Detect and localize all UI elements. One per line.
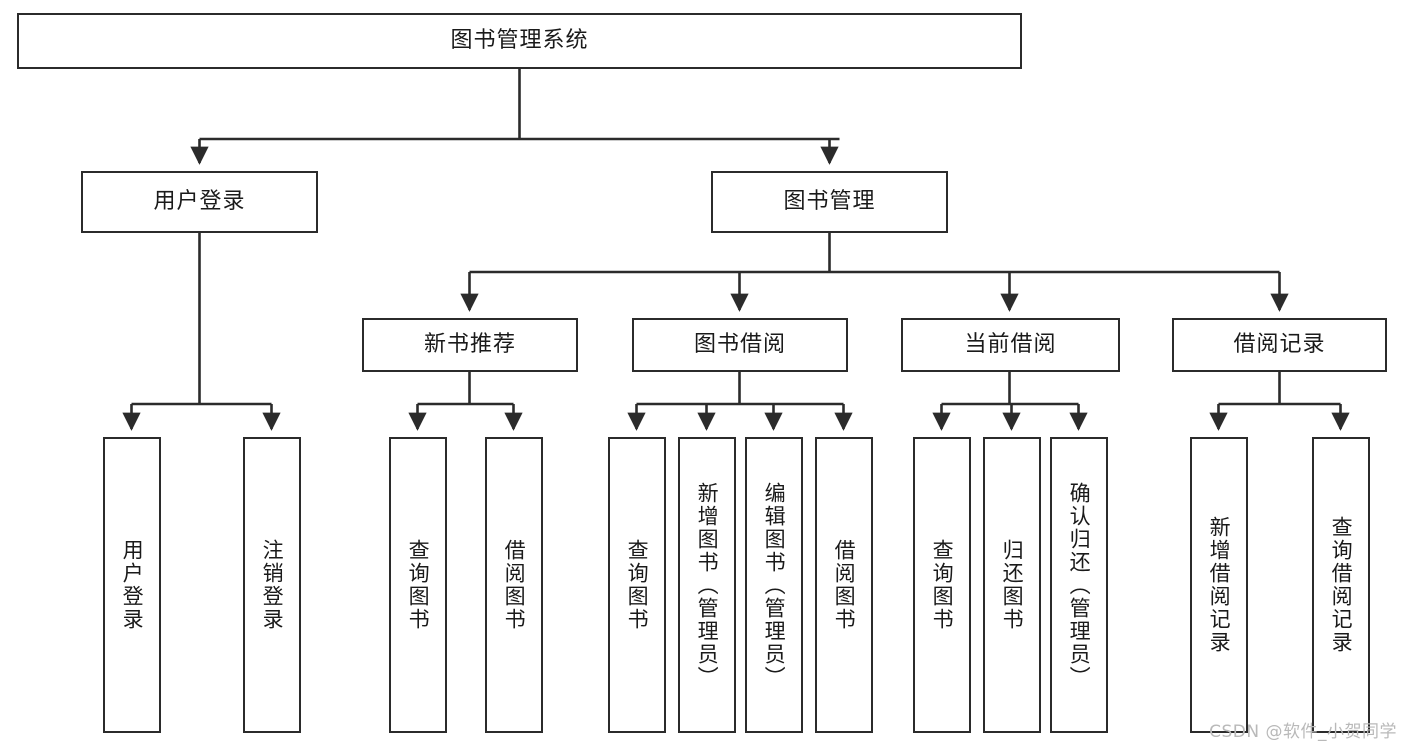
node-new-book-recommend-label: 新书推荐 (423, 331, 516, 357)
node-leaf-add-borrow-record[interactable]: 新增借阅记录 (1190, 437, 1248, 733)
node-leaf-query-books-recommend-label: 查询图书 (406, 539, 431, 631)
node-leaf-return-book[interactable]: 归还图书 (983, 437, 1041, 733)
node-leaf-query-books-borrow[interactable]: 查询图书 (608, 437, 666, 733)
node-leaf-query-books-current[interactable]: 查询图书 (913, 437, 971, 733)
node-leaf-query-books-current-label: 查询图书 (930, 539, 955, 631)
node-root[interactable]: 图书管理系统 (17, 13, 1022, 69)
node-current-borrow[interactable]: 当前借阅 (901, 318, 1120, 372)
node-book-borrow-label: 图书借阅 (693, 331, 786, 357)
node-leaf-logout[interactable]: 注销登录 (243, 437, 301, 733)
node-leaf-borrow-books-recommend[interactable]: 借阅图书 (485, 437, 543, 733)
node-leaf-logout-label: 注销登录 (260, 539, 285, 631)
node-leaf-add-borrow-record-label: 新增借阅记录 (1207, 516, 1232, 654)
node-leaf-borrow-books-recommend-label: 借阅图书 (502, 539, 527, 631)
node-new-book-recommend[interactable]: 新书推荐 (362, 318, 578, 372)
node-borrow-record-label: 借阅记录 (1233, 331, 1326, 357)
node-leaf-confirm-return-label: 确认归还（管理员） (1067, 481, 1092, 689)
node-user-login-label: 用户登录 (153, 188, 246, 214)
node-book-borrow[interactable]: 图书借阅 (632, 318, 848, 372)
node-leaf-user-login-label: 用户登录 (120, 539, 145, 631)
node-leaf-user-login[interactable]: 用户登录 (103, 437, 161, 733)
node-leaf-add-book-label: 新增图书（管理员） (695, 481, 720, 689)
node-leaf-borrow-book[interactable]: 借阅图书 (815, 437, 873, 733)
node-user-login[interactable]: 用户登录 (81, 171, 318, 233)
node-leaf-query-books-borrow-label: 查询图书 (625, 539, 650, 631)
node-leaf-query-borrow-record-label: 查询借阅记录 (1329, 516, 1354, 654)
node-leaf-borrow-book-label: 借阅图书 (832, 539, 857, 631)
node-leaf-edit-book-label: 编辑图书（管理员） (762, 481, 787, 689)
node-current-borrow-label: 当前借阅 (964, 331, 1057, 357)
node-book-management[interactable]: 图书管理 (711, 171, 948, 233)
node-leaf-query-books-recommend[interactable]: 查询图书 (389, 437, 447, 733)
node-leaf-add-book[interactable]: 新增图书（管理员） (678, 437, 736, 733)
node-leaf-edit-book[interactable]: 编辑图书（管理员） (745, 437, 803, 733)
node-borrow-record[interactable]: 借阅记录 (1172, 318, 1387, 372)
node-leaf-query-borrow-record[interactable]: 查询借阅记录 (1312, 437, 1370, 733)
node-leaf-return-book-label: 归还图书 (1000, 539, 1025, 631)
node-root-label: 图书管理系统 (450, 27, 589, 53)
node-book-management-label: 图书管理 (783, 188, 876, 214)
node-leaf-confirm-return[interactable]: 确认归还（管理员） (1050, 437, 1108, 733)
csdn-watermark: CSDN @软件_小贺同学 (1209, 722, 1397, 742)
